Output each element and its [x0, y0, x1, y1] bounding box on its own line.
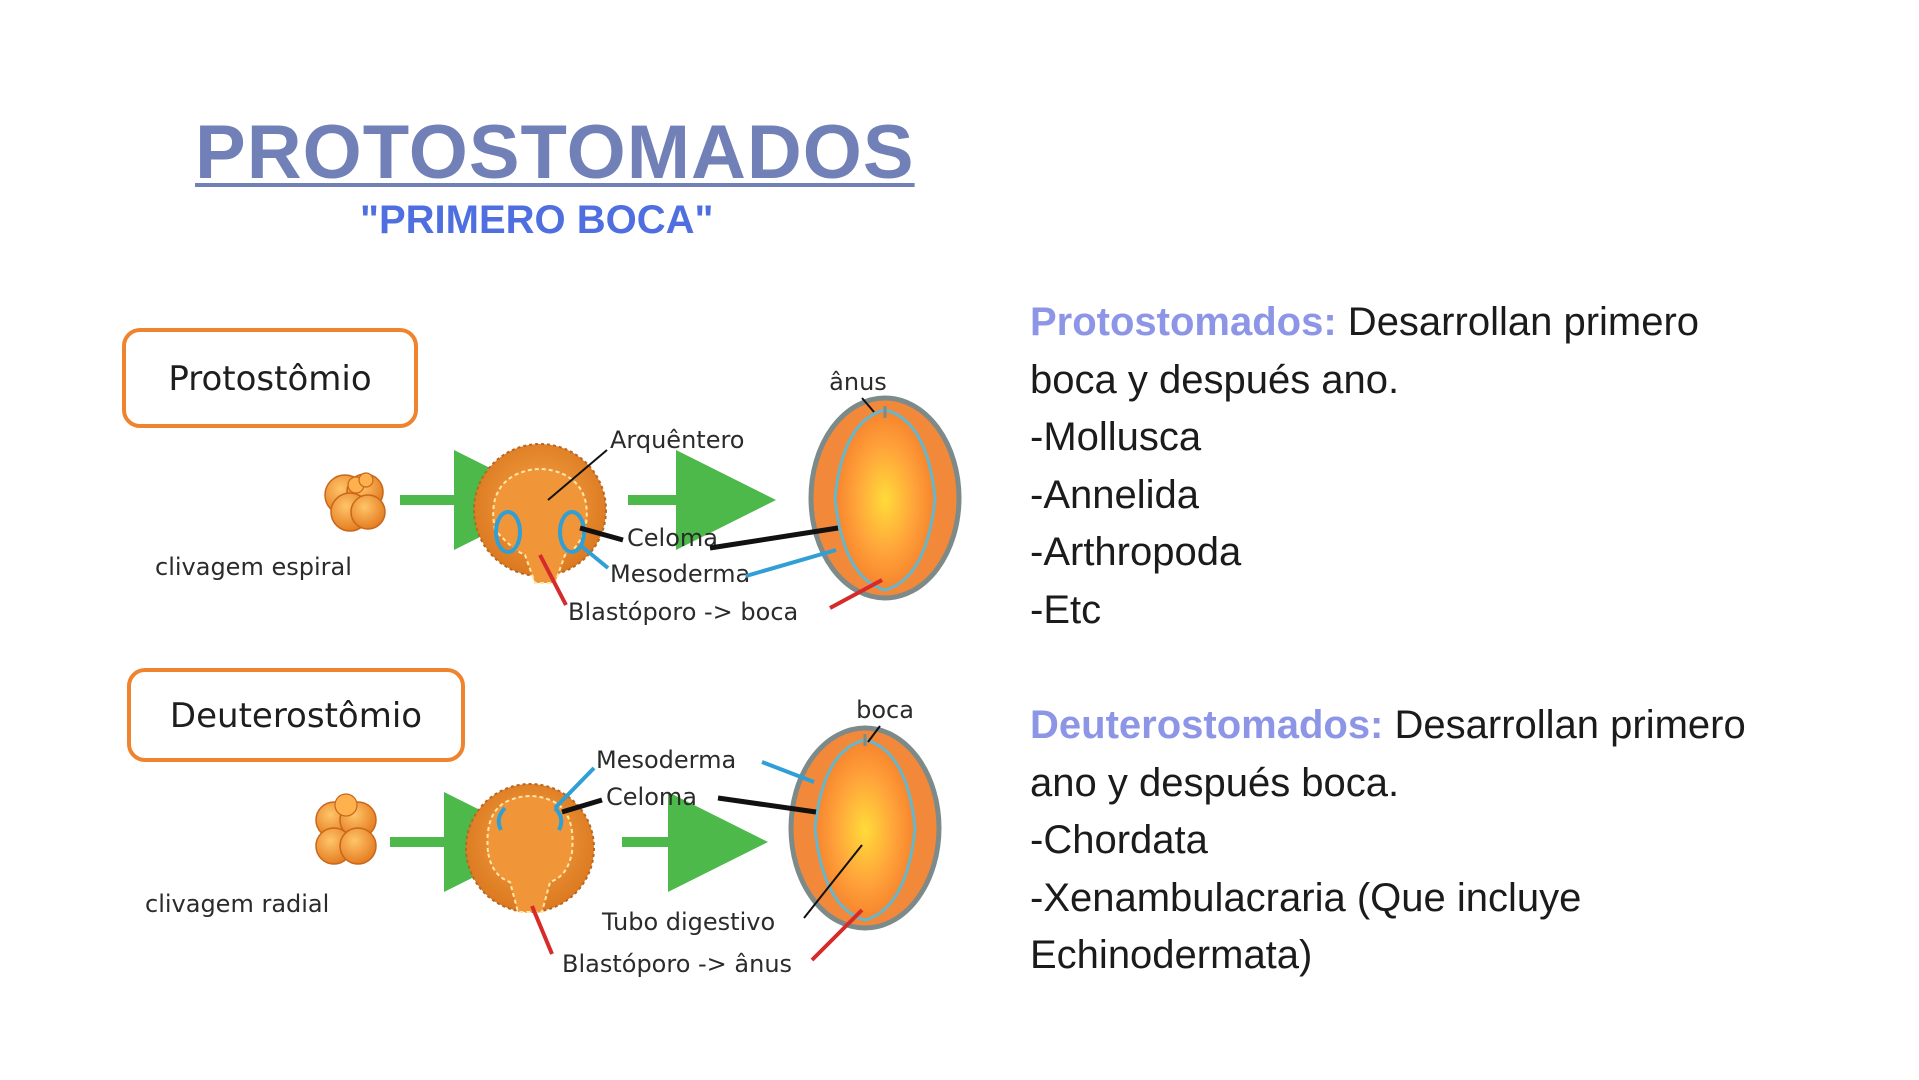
leader-line — [867, 725, 881, 743]
deuterostome-box-label: Deuterostômio — [170, 696, 422, 736]
coelom-line — [561, 797, 603, 815]
coelom-line — [579, 525, 624, 543]
protostome-box-label: Protostômio — [168, 359, 371, 399]
list-item: Echinodermata) — [1030, 933, 1313, 977]
page-subtitle: "PRIMERO BOCA" — [360, 198, 714, 242]
mouth-label: boca — [856, 696, 914, 724]
list-item: -Xenambulacraria (Que incluye — [1030, 875, 1582, 920]
blastopore-line — [538, 554, 568, 606]
deuterostome-description: Deuterostomados: Desarrollan primero ano… — [1030, 697, 1746, 985]
coelom-label: Celoma — [627, 524, 718, 552]
list-item: -Mollusca — [1030, 415, 1202, 459]
deuterostome-definition-line: Deuterostomados: Desarrollan primero — [1030, 697, 1746, 755]
deuterostome-definition-line2: ano y después boca. — [1030, 760, 1400, 805]
gut-label: Tubo digestivo — [601, 908, 775, 936]
list-item: -Annelida — [1030, 472, 1200, 517]
radial-cleavage-label: clivagem radial — [145, 890, 329, 918]
anus-label: ânus — [829, 368, 887, 396]
coelom-line — [709, 525, 839, 551]
archenteron-label: Arquêntero — [610, 426, 744, 454]
deutero-blastopore-label: Blastóporo -> ânus — [562, 950, 792, 978]
radial-cleavage-cells — [315, 793, 377, 865]
deuterostome-row: Deuterostômio clivagem radial boca — [127, 668, 942, 978]
spiral-cleavage-label: clivagem espiral — [155, 553, 352, 581]
page-title: PROTOSTOMADOS — [195, 110, 915, 195]
leader-line — [861, 397, 875, 413]
protostome-gastrula — [473, 443, 607, 584]
deutero-mesoderm-label: Mesoderma — [596, 746, 736, 774]
list-item: -Etc — [1030, 587, 1102, 632]
list-item: -Arthropoda — [1030, 530, 1242, 574]
protostome-row: Protostômio clivagem espiral ân — [122, 328, 962, 626]
leader-line — [547, 449, 608, 501]
mesoderm-line — [761, 760, 815, 784]
deuterostome-keyword: Deuterostomados: — [1030, 703, 1384, 747]
blastopore-line — [530, 905, 554, 955]
deuterostome-larva — [788, 725, 942, 931]
deuterostome-definition: Desarrollan primero — [1383, 703, 1746, 747]
mesoderm-line — [578, 543, 610, 570]
mesoderm-line — [553, 766, 596, 810]
protostome-keyword: Protostomados: — [1030, 300, 1337, 344]
mesoderm-label: Mesoderma — [610, 560, 750, 588]
leader-line — [803, 844, 863, 919]
list-item: -Chordata — [1030, 818, 1208, 862]
deutero-coelom-label: Celoma — [606, 783, 697, 811]
protostome-description: Protostomados: Desarrollan primero boca … — [1030, 294, 1699, 639]
protostome-definition-line2: boca y después ano. — [1030, 357, 1400, 402]
blastopore-label: Blastóporo -> boca — [568, 598, 798, 626]
deuterostome-gastrula — [465, 783, 595, 913]
coelom-line — [717, 795, 817, 815]
blastopore-line — [810, 908, 864, 962]
spiral-cleavage-cells — [324, 472, 386, 532]
embryo-development-diagram: Protostômio clivagem espiral ân — [122, 328, 962, 978]
protostome-definition-line: Protostomados: Desarrollan primero — [1030, 294, 1699, 352]
mesoderm-line — [745, 548, 837, 578]
blastopore-line — [829, 578, 883, 610]
deuterostome-box — [127, 668, 465, 762]
protostome-larva — [808, 395, 962, 601]
protostome-box — [122, 328, 418, 428]
protostome-definition: Desarrollan primero — [1336, 300, 1700, 344]
